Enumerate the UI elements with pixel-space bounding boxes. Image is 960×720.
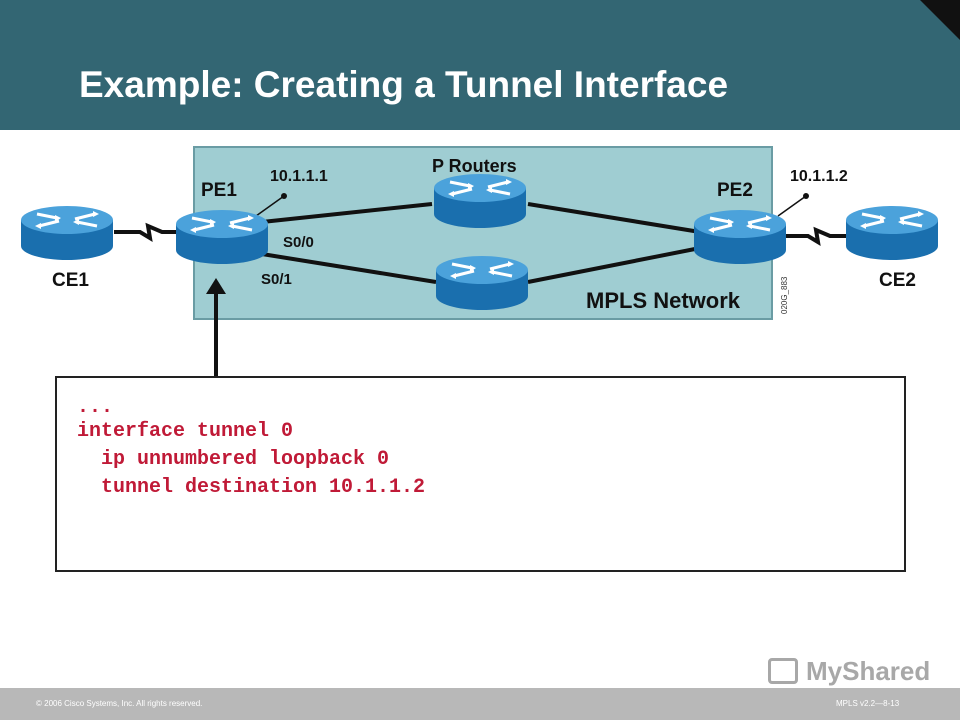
router-ce2-icon xyxy=(844,204,940,262)
config-code-box: ... interface tunnel 0 ip unnumbered loo… xyxy=(55,376,906,572)
code-line: interface tunnel 0 xyxy=(77,420,294,443)
myshared-logo-icon xyxy=(768,658,798,684)
link-p2-pe2 xyxy=(527,246,701,284)
link-pe2-ce2 xyxy=(784,226,848,246)
label-ip-pe1: 10.1.1.1 xyxy=(270,168,328,185)
label-ip-pe2: 10.1.1.2 xyxy=(790,168,848,185)
label-figure-id: 020G_883 xyxy=(780,276,789,314)
slide-footer: © 2006 Cisco Systems, Inc. All rights re… xyxy=(0,688,960,720)
link-ce1-pe1 xyxy=(114,222,178,242)
arrow-head xyxy=(206,278,226,294)
footer-copyright: © 2006 Cisco Systems, Inc. All rights re… xyxy=(36,699,203,708)
label-p-routers: P Routers xyxy=(432,156,517,176)
router-p1-icon xyxy=(432,172,528,230)
label-ce2: CE2 xyxy=(879,270,916,291)
watermark-text: MyShared xyxy=(806,656,931,686)
ip-dot-pe2 xyxy=(803,193,809,199)
link-pe1-p2 xyxy=(261,252,437,284)
label-pe1: PE1 xyxy=(201,180,237,201)
slide-title: Example: Creating a Tunnel Interface xyxy=(79,64,729,105)
header-corner-triangle xyxy=(920,0,960,40)
label-network: MPLS Network xyxy=(586,288,741,313)
label-pe2: PE2 xyxy=(717,180,753,201)
ip-dot-pe1 xyxy=(281,193,287,199)
code-line: ip unnumbered loopback 0 xyxy=(77,448,390,471)
link-pe1-p1 xyxy=(261,202,433,224)
router-ce1-icon xyxy=(19,204,115,262)
label-s00: S0/0 xyxy=(283,234,314,251)
slide-header: Example: Creating a Tunnel Interface xyxy=(0,0,960,130)
router-p2-icon xyxy=(434,254,530,312)
router-pe2-icon xyxy=(692,208,788,266)
footer-course: MPLS v2.2—8-13 xyxy=(836,699,900,708)
label-s01: S0/1 xyxy=(261,271,292,288)
code-line: ... xyxy=(77,396,114,419)
router-pe1-icon xyxy=(174,208,270,266)
ip-pointer-pe1 xyxy=(255,195,285,217)
network-diagram: PE1 10.1.1.1 P Routers PE2 10.1.1.2 S0/0… xyxy=(19,146,940,376)
code-line: tunnel destination 10.1.1.2 xyxy=(77,476,426,499)
link-p1-pe2 xyxy=(527,202,701,234)
label-ce1: CE1 xyxy=(52,270,89,291)
ip-pointer-pe2 xyxy=(777,195,807,217)
